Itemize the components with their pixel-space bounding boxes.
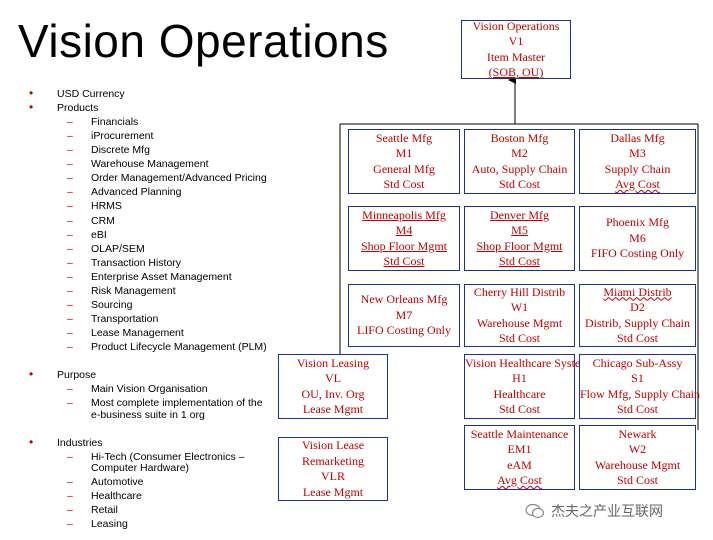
product-item: –Discrete Mfg [67, 144, 150, 156]
product-item: –eBI [67, 229, 107, 241]
wechat-icon [525, 503, 545, 519]
info-list: •USD Currency •Products –Financials –iPr… [0, 0, 280, 540]
product-item: –Sourcing [67, 299, 133, 311]
bullet-dot-icon: • [29, 435, 34, 449]
product-item: –Financials [67, 116, 139, 128]
page-title: Vision Operations [18, 15, 389, 67]
industry-item: –Leasing [67, 518, 128, 530]
bullet-products: •Products [29, 100, 99, 114]
product-item: –OLAP/SEM [67, 243, 145, 255]
product-item: –Risk Management [67, 285, 176, 297]
product-item: –Product Lifecycle Management (PLM) [67, 341, 267, 353]
industry-item: –Hi-Tech (Consumer Electronics – [67, 451, 245, 463]
product-item: –Transaction History [67, 257, 182, 269]
industry-item: –Healthcare [67, 490, 142, 502]
industry-item-continued: Computer Hardware) [91, 462, 190, 474]
bullet-dot-icon: • [29, 86, 34, 100]
product-item: –Lease Management [67, 327, 184, 339]
watermark-text: 杰夫之产业互联网 [551, 504, 663, 520]
product-item: –HRMS [67, 200, 122, 212]
purpose-item: –Main Vision Organisation [67, 383, 208, 395]
product-item: –Transportation [67, 313, 159, 325]
product-item: –Order Management/Advanced Pricing [67, 172, 267, 184]
product-item: –CRM [67, 215, 115, 227]
product-item: –Enterprise Asset Management [67, 271, 232, 283]
industry-item: –Retail [67, 504, 118, 516]
bullet-currency: •USD Currency [29, 86, 125, 100]
bullet-dot-icon: • [29, 367, 34, 381]
watermark: 杰夫之产业互联网 [525, 501, 663, 521]
industry-item: –Automotive [67, 476, 144, 488]
product-item: –iProcurement [67, 130, 154, 142]
product-item: –Warehouse Management [67, 158, 209, 170]
bullet-industries: •Industries [29, 435, 103, 449]
purpose-item: –Most complete implementation of the [67, 397, 263, 409]
bullet-purpose: •Purpose [29, 367, 97, 381]
bullet-dot-icon: • [29, 100, 34, 114]
purpose-item-continued: e-business suite in 1 org [91, 409, 205, 421]
product-item: –Advanced Planning [67, 186, 182, 198]
